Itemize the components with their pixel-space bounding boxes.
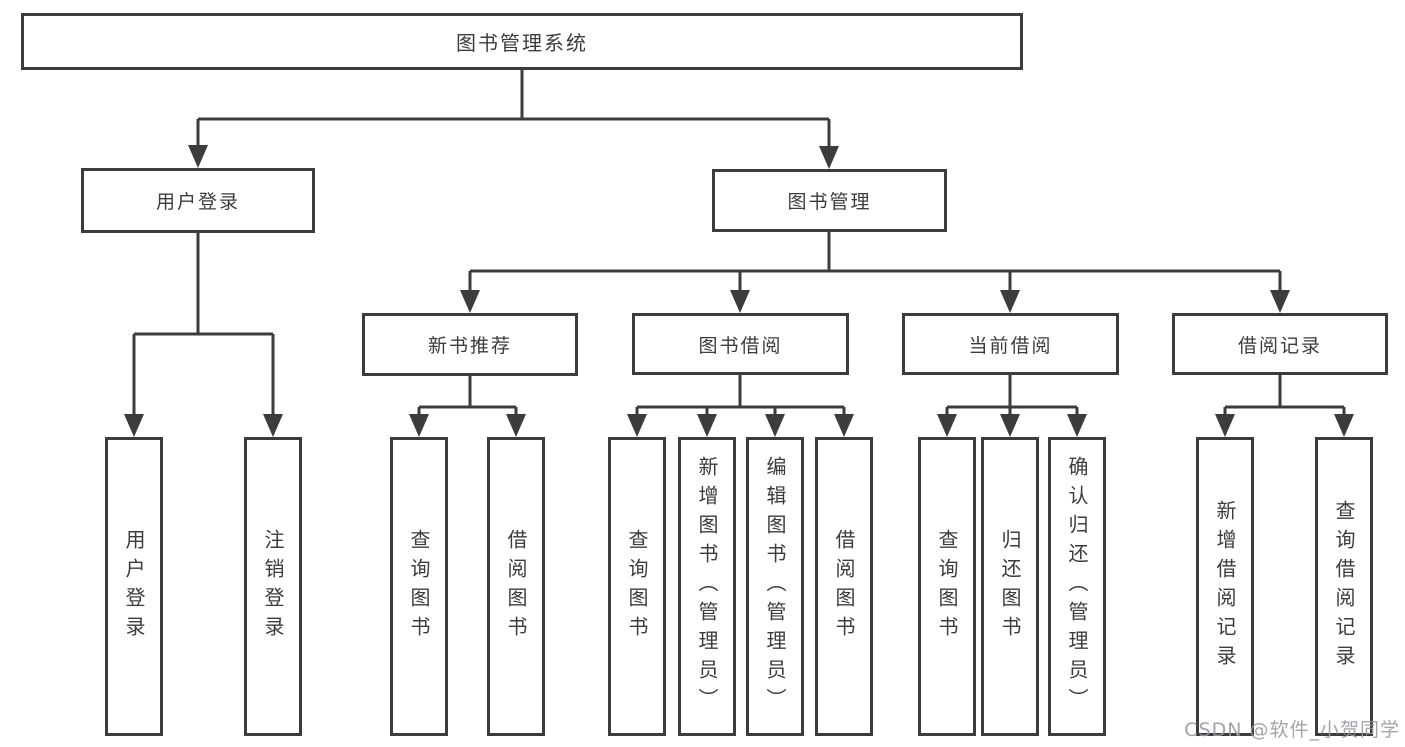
leaf-newbook-borrow-book: 借阅图书 — [487, 437, 545, 736]
leaf-records-query-record: 查询借阅记录 — [1315, 437, 1373, 736]
node-label: 用户登录 — [155, 191, 240, 213]
node-root: 图书管理系统 — [21, 13, 1023, 70]
watermark: CSDN @软件_小贺同学 — [1184, 719, 1400, 741]
leaf-borrow-query-book: 查询图书 — [608, 437, 666, 736]
leaf-records-add-record: 新增借阅记录 — [1196, 437, 1254, 736]
leaf-label: 查询图书 — [625, 528, 649, 645]
leaf-label: 查询借阅记录 — [1332, 499, 1356, 674]
leaf-label: 用户登录 — [122, 528, 146, 645]
node-borrow-records: 借阅记录 — [1172, 313, 1388, 375]
leaf-label: 归还图书 — [998, 528, 1022, 645]
leaf-label: 新增借阅记录 — [1213, 499, 1237, 674]
node-label: 图书管理 — [787, 191, 872, 213]
leaf-borrow-edit-book-admin: 编辑图书（管理员） — [746, 437, 804, 736]
leaf-label: 确认归还（管理员） — [1065, 456, 1089, 717]
leaf-user-login: 用户登录 — [105, 437, 163, 736]
leaf-label: 查询图书 — [935, 528, 959, 645]
node-book-borrow: 图书借阅 — [632, 313, 849, 375]
node-new-book-recommend: 新书推荐 — [362, 313, 578, 376]
node-current-borrow: 当前借阅 — [902, 313, 1119, 375]
node-label: 新书推荐 — [427, 335, 512, 357]
leaf-label: 借阅图书 — [504, 528, 528, 645]
node-root-label: 图书管理系统 — [456, 31, 588, 55]
node-book-management-branch: 图书管理 — [712, 169, 947, 232]
leaf-label: 查询图书 — [407, 528, 431, 645]
leaf-newbook-query-book: 查询图书 — [390, 437, 448, 736]
leaf-label: 注销登录 — [261, 528, 285, 645]
node-user-login-branch: 用户登录 — [81, 168, 315, 233]
node-label: 图书借阅 — [698, 334, 783, 357]
leaf-label: 借阅图书 — [832, 528, 856, 645]
leaf-current-query-book: 查询图书 — [918, 437, 976, 736]
leaf-current-confirm-return-admin: 确认归还（管理员） — [1048, 437, 1106, 736]
leaf-label: 新增图书（管理员） — [695, 456, 719, 717]
node-label: 当前借阅 — [968, 334, 1053, 357]
leaf-borrow-add-book-admin: 新增图书（管理员） — [678, 437, 736, 736]
leaf-logout: 注销登录 — [244, 437, 302, 736]
leaf-current-return-book: 归还图书 — [981, 437, 1039, 736]
leaf-borrow-borrow-book: 借阅图书 — [815, 437, 873, 736]
leaf-label: 编辑图书（管理员） — [763, 456, 787, 717]
node-label: 借阅记录 — [1237, 334, 1322, 357]
